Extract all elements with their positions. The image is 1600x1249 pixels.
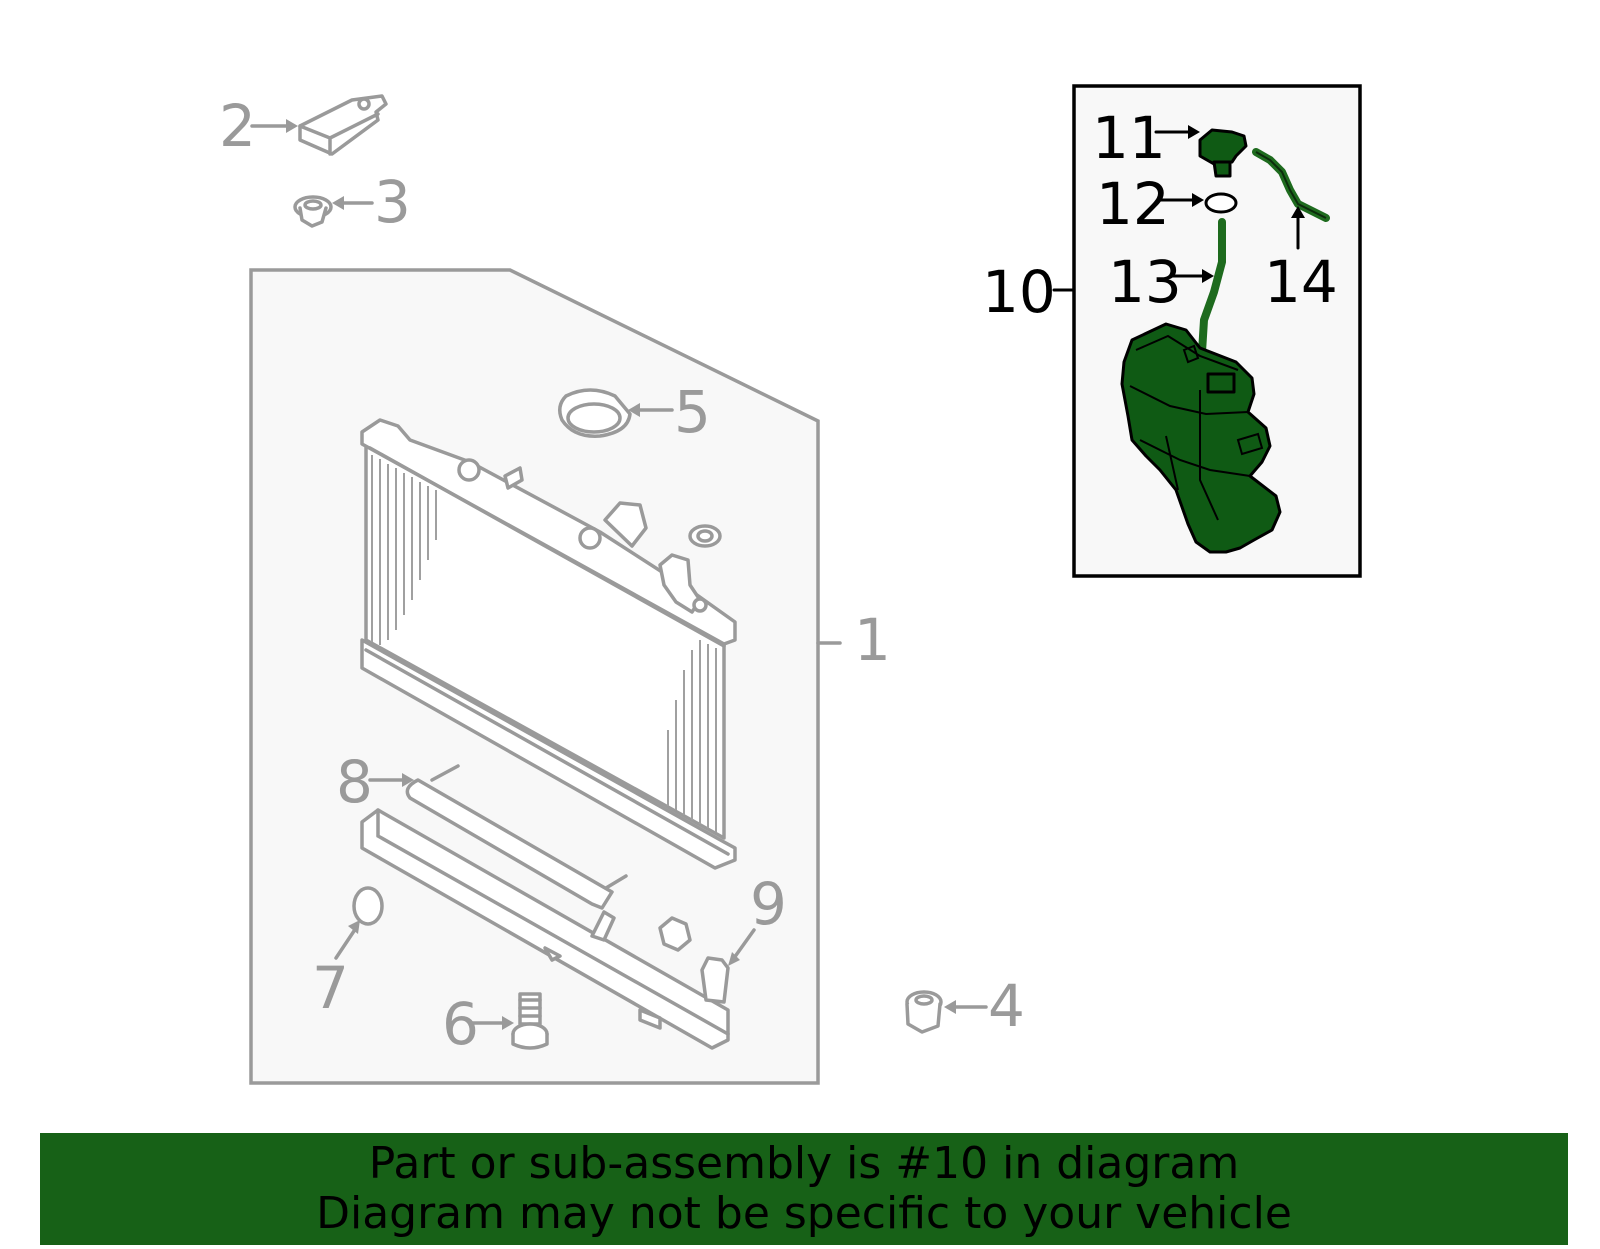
callout-9: 9: [750, 870, 787, 938]
part-11-reservoir-cap: [1198, 128, 1248, 166]
drain-plug-nut: [658, 916, 692, 952]
part-8-pipe: [405, 764, 628, 910]
part-2-bracket: [298, 94, 388, 156]
callout-7: 7: [312, 954, 349, 1022]
callout-10: 10: [982, 258, 1056, 326]
part-5-radiator-cap: [558, 388, 632, 438]
callout-11: 11: [1092, 104, 1166, 172]
notice-line-1: Part or sub-assembly is #10 in diagram: [368, 1138, 1240, 1189]
callout-2: 2: [219, 92, 256, 160]
part-12-seal-ring: [1204, 192, 1238, 214]
coolant-reservoir-tank: [1120, 322, 1282, 554]
callout-13: 13: [1108, 248, 1182, 316]
callout-3: 3: [374, 168, 411, 236]
part-4-grommet: [905, 990, 943, 1034]
radiator-lower-support: [360, 808, 730, 1050]
radiator-core: [360, 418, 737, 870]
callout-5: 5: [674, 378, 711, 446]
callout-4: 4: [988, 972, 1025, 1040]
callout-6: 6: [442, 990, 479, 1058]
callout-14: 14: [1264, 248, 1338, 316]
callout-1: 1: [854, 606, 891, 674]
notice-banner: Part or sub-assembly is #10 in diagram D…: [40, 1133, 1568, 1245]
notice-line-2: Diagram may not be specific to your vehi…: [316, 1188, 1292, 1239]
part-7-seal: [352, 886, 384, 926]
part-3-grommet: [293, 195, 333, 228]
callout-12: 12: [1096, 170, 1170, 238]
part-6-bolt: [511, 992, 549, 1050]
callout-8: 8: [336, 748, 373, 816]
